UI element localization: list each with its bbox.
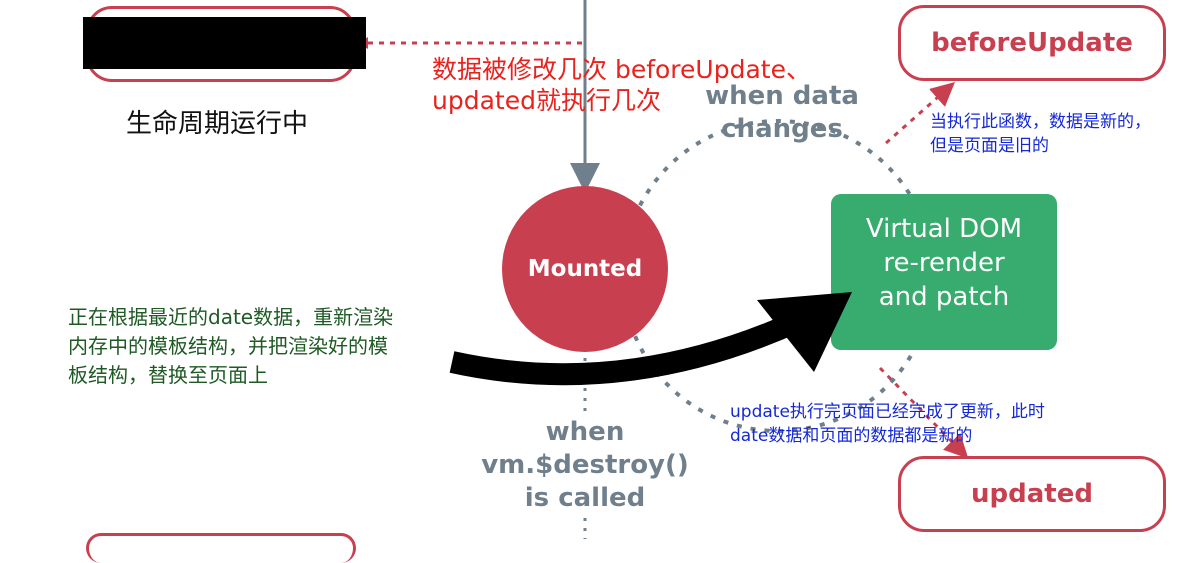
arrow-to-updated [878, 366, 969, 459]
update-count-note-line2: updated就执行几次 [432, 86, 661, 115]
re-render-note-line2: 内存中的模板结构，并把渲染好的模 [68, 334, 388, 358]
when-destroy-line2: vm.$destroy() [481, 450, 689, 480]
arrow-to-before-update [885, 82, 955, 145]
when-destroy-line3: is called [524, 483, 646, 513]
black-arrow-layer [449, 292, 852, 386]
before-update-note-line1: 当执行此函数，数据是新的， [930, 112, 1151, 132]
re-render-note: 正在根据最近的date数据，重新渲染 内存中的模板结构，并把渲染好的模 板结构，… [68, 303, 468, 390]
before-update-note-line2: 但是页面是旧的 [930, 136, 1049, 156]
black-arrowhead [757, 292, 852, 372]
virtual-dom-line3: and patch [878, 282, 1010, 312]
when-destroy-line1: when [545, 417, 625, 447]
black-curved-arrow [449, 309, 805, 386]
redacted-label [83, 17, 366, 69]
virtual-dom-line2: re-render [883, 248, 1005, 278]
before-update-hook: beforeUpdate [898, 5, 1166, 81]
when-data-changes-line1: when data [705, 81, 859, 111]
before-update-note: 当执行此函数，数据是新的， 但是页面是旧的 [930, 110, 1192, 158]
updated-note: update执行完页面已经完成了更新，此时 date数据和页面的数据都是新的 [730, 400, 1130, 448]
re-render-note-line1: 正在根据最近的date数据，重新渲染 [68, 305, 394, 329]
updated-note-line1: update执行完页面已经完成了更新，此时 [730, 402, 1045, 422]
updated-note-line2: date数据和页面的数据都是新的 [730, 426, 973, 446]
updated-hook: updated [898, 456, 1166, 532]
update-count-note: 数据被修改几次 beforeUpdate、 updated就执行几次 [432, 54, 832, 116]
when-data-changes-label: when data changes [690, 80, 874, 146]
hook-box-bottom-left [86, 533, 356, 563]
when-destroy-label: when vm.$destroy() is called [468, 416, 702, 515]
update-count-note-line1: 数据被修改几次 beforeUpdate、 [432, 55, 811, 84]
mounted-circle: Mounted [502, 186, 668, 352]
lifecycle-label: 生命周期运行中 [126, 109, 309, 139]
when-data-changes-line2: changes [721, 114, 843, 144]
virtual-dom-box: Virtual DOM re-render and patch [831, 194, 1057, 350]
re-render-note-line3: 板结构，替换至页面上 [68, 363, 268, 387]
virtual-dom-line1: Virtual DOM [865, 214, 1023, 244]
